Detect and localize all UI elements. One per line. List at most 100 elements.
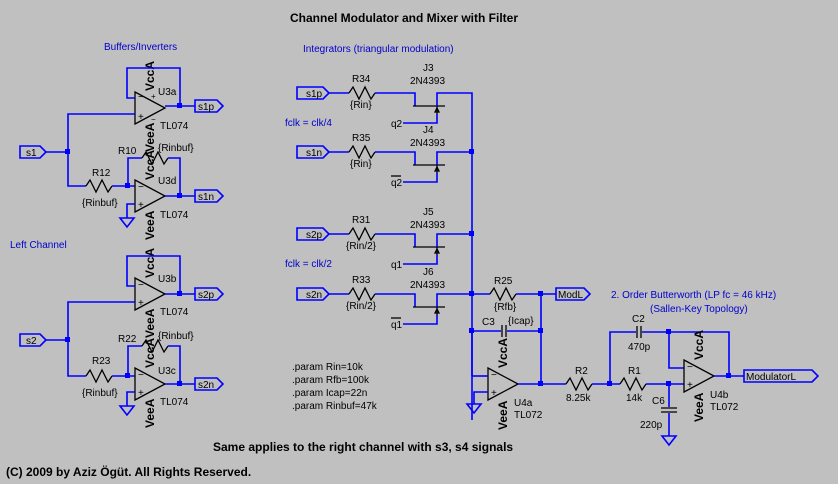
svg-text:{Rin/2}: {Rin/2} bbox=[346, 301, 377, 312]
svg-text:.param Icap=22n: .param Icap=22n bbox=[292, 388, 367, 399]
svg-text:{Icap}: {Icap} bbox=[508, 316, 534, 327]
svg-text:14k: 14k bbox=[626, 393, 643, 404]
opamp-u4b: −+ U4b TL072 VccA VeeA bbox=[683, 330, 739, 422]
gate-q2-a: q2 bbox=[391, 119, 403, 130]
filter-subtitle: (Sallen-Key Topology) bbox=[650, 304, 748, 315]
net-label-modulatorl: ModulatorL bbox=[743, 369, 820, 383]
svg-text:R2: R2 bbox=[575, 366, 588, 377]
svg-text:−: − bbox=[138, 370, 144, 381]
svg-text:−: − bbox=[138, 92, 144, 103]
svg-text:s2p: s2p bbox=[198, 290, 215, 301]
svg-text:U4b: U4b bbox=[710, 390, 729, 401]
capacitor-c6: C6 220p bbox=[640, 396, 677, 431]
svg-text:J5: J5 bbox=[423, 207, 434, 218]
left-channel-label: Left Channel bbox=[10, 240, 67, 251]
svg-text:+: + bbox=[151, 92, 156, 101]
svg-text:VccA: VccA bbox=[496, 338, 510, 368]
svg-text:.param Rfb=100k: .param Rfb=100k bbox=[292, 375, 370, 386]
svg-text:{Rinbuf}: {Rinbuf} bbox=[82, 198, 118, 209]
svg-text:s2p: s2p bbox=[306, 230, 323, 241]
footer-note: Same applies to the right channel with s… bbox=[213, 440, 513, 454]
resistor-r10: R10 {Rinbuf} bbox=[118, 143, 194, 166]
svg-text:R23: R23 bbox=[92, 356, 111, 367]
svg-text:{Rinbuf}: {Rinbuf} bbox=[158, 143, 194, 154]
svg-text:C6: C6 bbox=[652, 396, 665, 407]
net-label-s2p-in: s2p bbox=[296, 227, 331, 241]
svg-text:VeeA: VeeA bbox=[496, 400, 510, 430]
svg-text:R31: R31 bbox=[352, 215, 371, 226]
svg-text:s1: s1 bbox=[26, 148, 37, 159]
resistor-r34: R34 {Rin} bbox=[348, 74, 376, 111]
resistor-r31: R31 {Rin/2} bbox=[346, 215, 377, 252]
jfet-j4: J4 2N4393 bbox=[410, 125, 445, 173]
svg-text:2N4393: 2N4393 bbox=[410, 138, 445, 149]
net-label-s1n-in: s1n bbox=[296, 145, 331, 159]
svg-text:VccA: VccA bbox=[143, 61, 157, 91]
svg-text:{Rfb}: {Rfb} bbox=[494, 302, 517, 313]
svg-text:VeeA: VeeA bbox=[143, 398, 157, 428]
svg-text:{Rin}: {Rin} bbox=[350, 159, 372, 170]
svg-text:−: − bbox=[491, 370, 497, 381]
jfet-j5: J5 2N4393 bbox=[410, 207, 445, 255]
svg-text:s1n: s1n bbox=[306, 148, 322, 159]
svg-text:VccA: VccA bbox=[143, 248, 157, 278]
jfet-j6: J6 2N4393 bbox=[410, 267, 445, 315]
svg-text:s2n: s2n bbox=[306, 290, 322, 301]
svg-text:s2: s2 bbox=[26, 336, 37, 347]
svg-text:220p: 220p bbox=[640, 420, 663, 431]
svg-text:VeeA: VeeA bbox=[692, 392, 706, 422]
net-label-s2n-in: s2n bbox=[296, 287, 331, 301]
svg-text:−: − bbox=[138, 182, 144, 193]
svg-text:+: + bbox=[138, 298, 144, 309]
svg-text:8.25k: 8.25k bbox=[566, 393, 591, 404]
opamp-u3d: −+ U3d TL074 VccA VeeA bbox=[134, 150, 189, 240]
svg-text:+: + bbox=[138, 112, 144, 123]
svg-text:J6: J6 bbox=[423, 267, 434, 278]
svg-text:−: − bbox=[151, 115, 156, 124]
svg-text:VccA: VccA bbox=[143, 338, 157, 368]
fclk-note-1: fclk = clk/4 bbox=[285, 118, 332, 129]
svg-text:VeeA: VeeA bbox=[143, 210, 157, 240]
opamp-u3c: −+ U3c TL074 VccA VeeA bbox=[134, 338, 189, 428]
svg-text:s1p: s1p bbox=[198, 102, 215, 113]
svg-text:R34: R34 bbox=[352, 74, 371, 85]
svg-text:2N4393: 2N4393 bbox=[410, 76, 445, 87]
gate-q1-bar: q1 bbox=[391, 320, 403, 331]
svg-text:R10: R10 bbox=[118, 146, 137, 157]
svg-text:{Rin}: {Rin} bbox=[350, 100, 372, 111]
integrators-label: Integrators (triangular modulation) bbox=[303, 44, 454, 55]
gate-q2-bar: q2 bbox=[391, 178, 403, 189]
svg-text:R25: R25 bbox=[494, 276, 513, 287]
svg-text:J3: J3 bbox=[423, 63, 434, 74]
resistor-r35: R35 {Rin} bbox=[348, 133, 376, 170]
svg-text:J4: J4 bbox=[423, 125, 434, 136]
svg-text:{Rinbuf}: {Rinbuf} bbox=[158, 331, 194, 342]
svg-text:TL074: TL074 bbox=[160, 397, 189, 408]
svg-text:+: + bbox=[687, 380, 693, 391]
net-label-s1n: s1n bbox=[194, 189, 225, 203]
copyright: (C) 2009 by Aziz Ögüt. All Rights Reserv… bbox=[6, 464, 251, 479]
svg-text:R1: R1 bbox=[628, 366, 641, 377]
svg-text:C2: C2 bbox=[632, 314, 645, 325]
net-label-s2p: s2p bbox=[194, 287, 225, 301]
svg-text:.param Rinbuf=47k: .param Rinbuf=47k bbox=[292, 401, 378, 412]
resistor-r22: R22 {Rinbuf} bbox=[118, 331, 194, 354]
fclk-note-2: fclk = clk/2 bbox=[285, 259, 332, 270]
svg-text:ModulatorL: ModulatorL bbox=[746, 372, 796, 383]
svg-text:TL072: TL072 bbox=[514, 410, 543, 421]
resistor-r25: R25 {Rfb} bbox=[489, 276, 517, 313]
net-label-s2: s2 bbox=[19, 333, 48, 347]
resistor-r1: R1 14k bbox=[619, 366, 647, 404]
filter-title: 2. Order Butterworth (LP fc = 46 kHz) bbox=[611, 290, 776, 301]
svg-text:R35: R35 bbox=[352, 133, 371, 144]
svg-text:470p: 470p bbox=[628, 342, 651, 353]
spice-params: .param Rin=10k .param Rfb=100k .param Ic… bbox=[292, 362, 378, 412]
gate-q1-a: q1 bbox=[391, 260, 403, 271]
net-label-s1p-in: s1p bbox=[296, 86, 331, 100]
svg-text:+: + bbox=[138, 200, 144, 211]
svg-text:R33: R33 bbox=[352, 275, 371, 286]
svg-text:VeeA: VeeA bbox=[143, 308, 157, 338]
schematic-title: Channel Modulator and Mixer with Filter bbox=[290, 11, 518, 25]
svg-text:TL074: TL074 bbox=[160, 307, 189, 318]
